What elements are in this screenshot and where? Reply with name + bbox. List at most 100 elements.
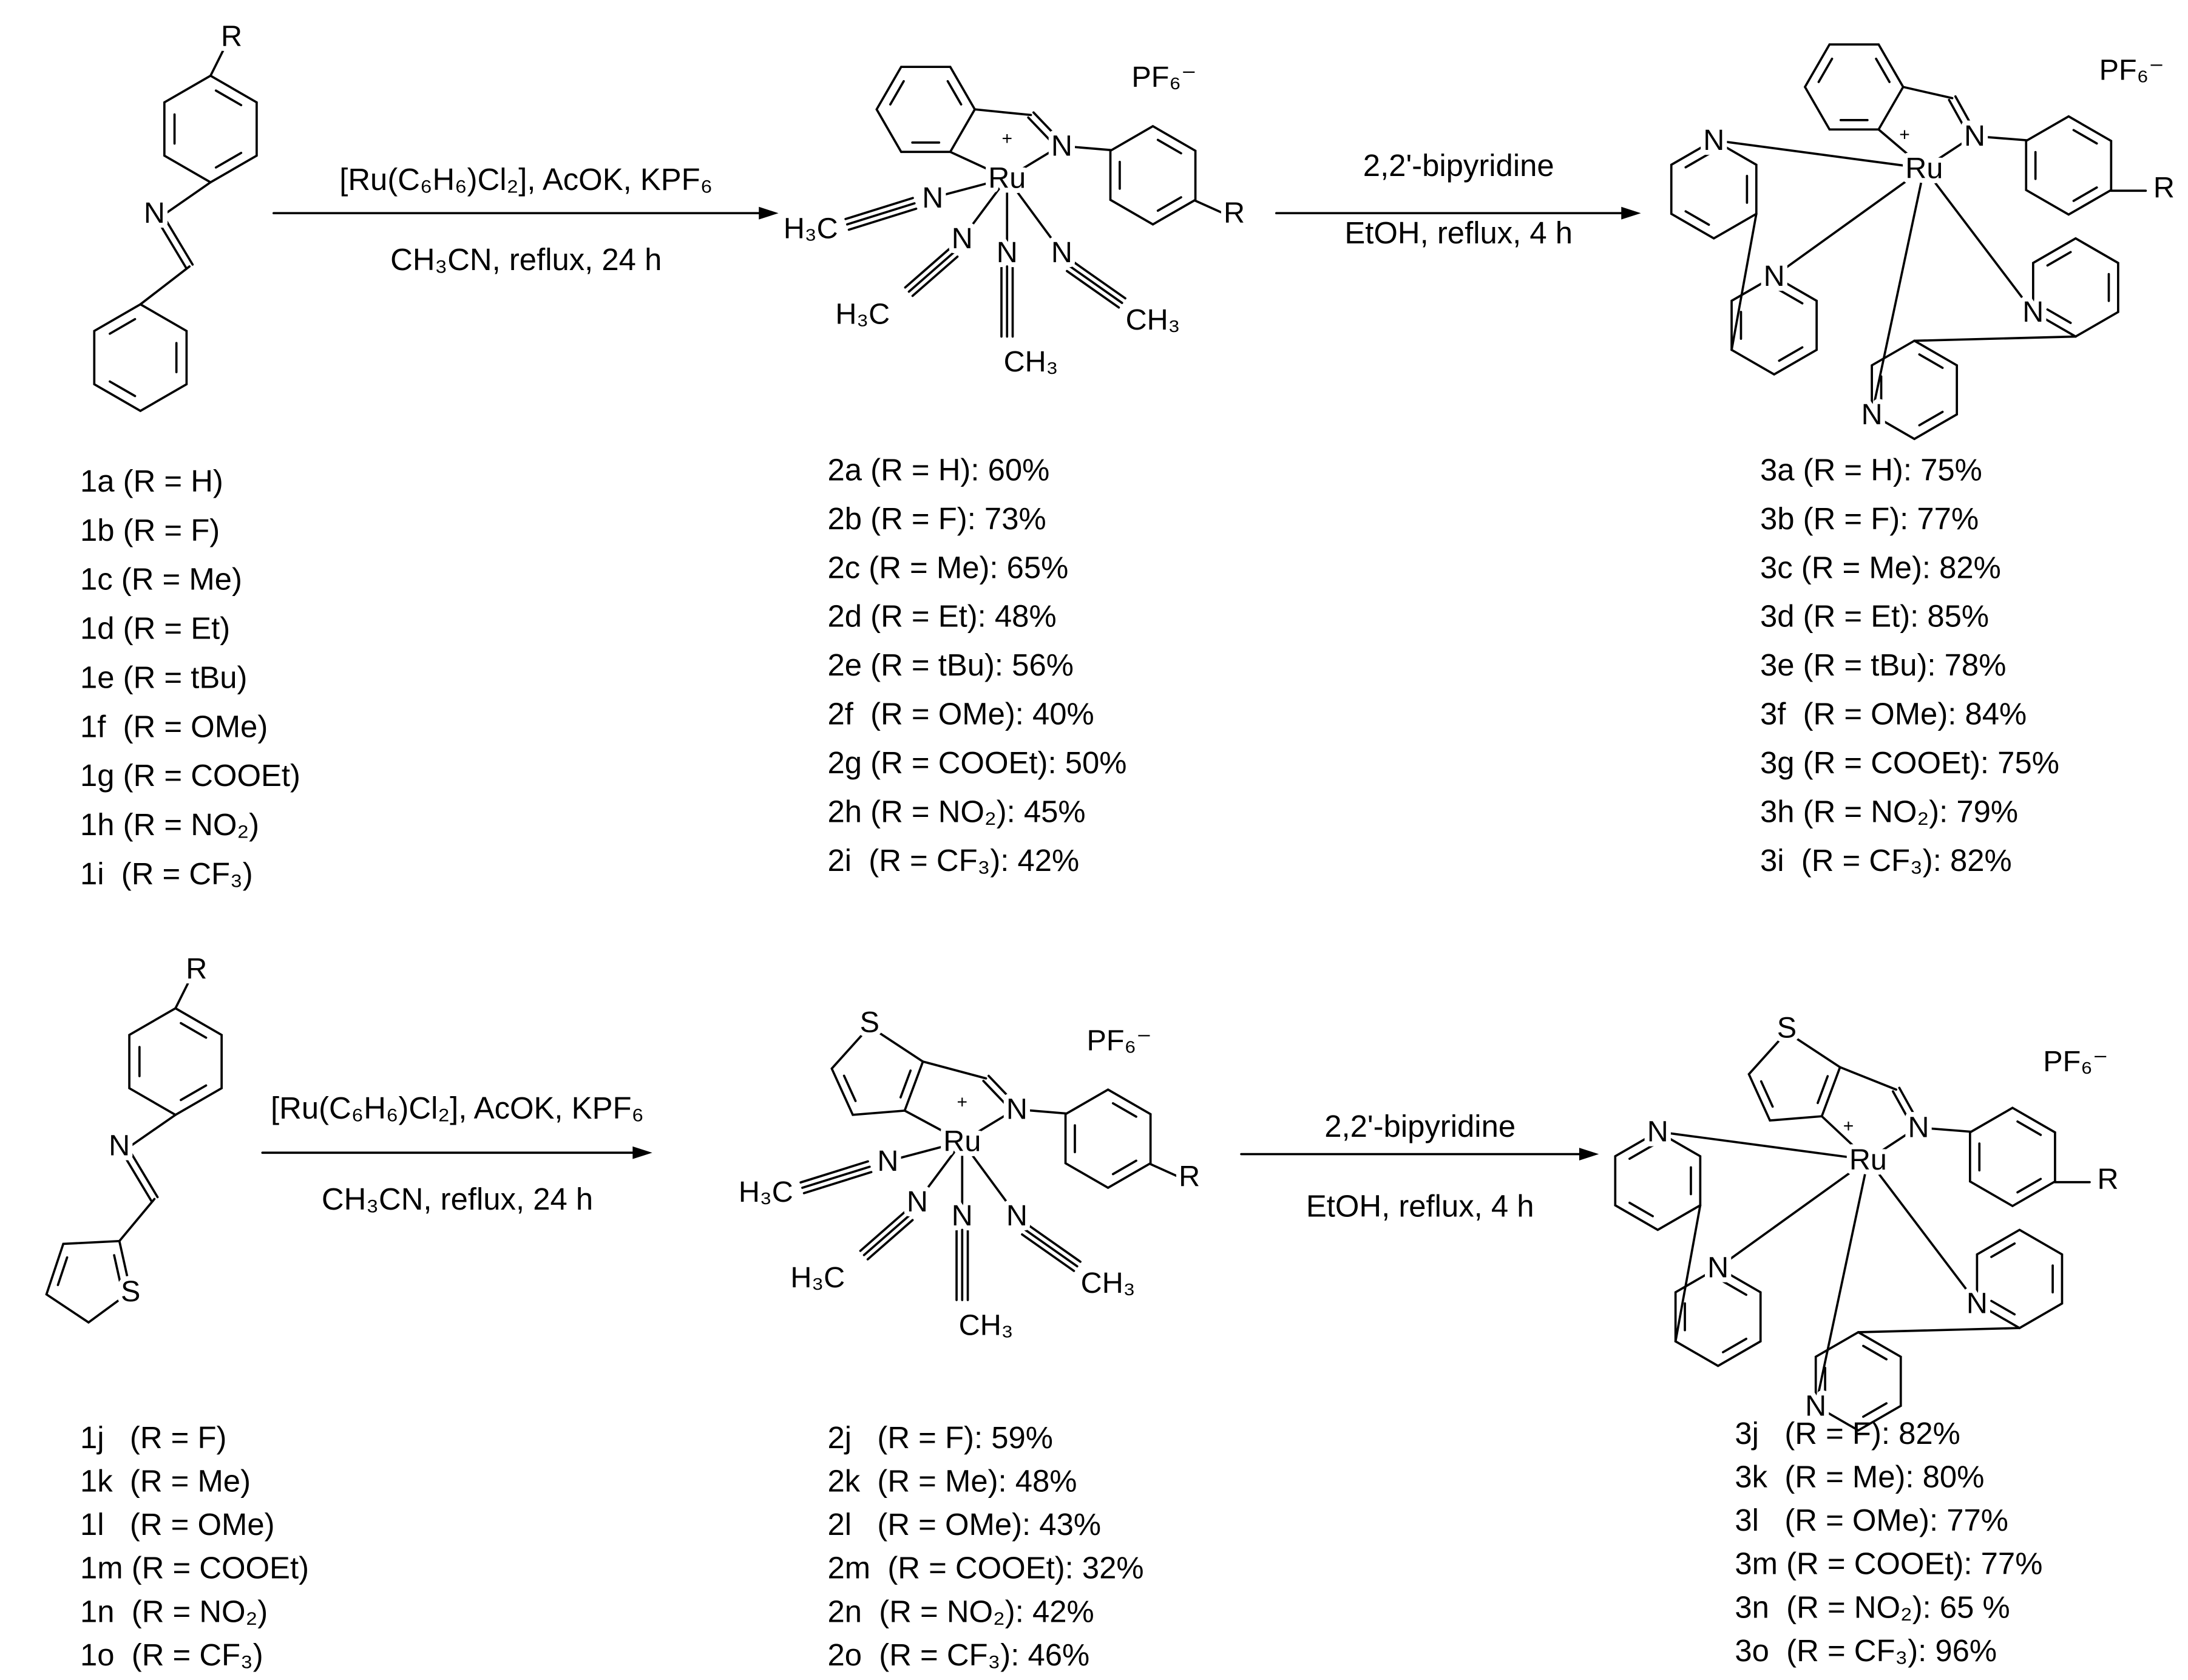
imine-double-bond: [982, 1074, 1020, 1113]
bond: [174, 979, 191, 1010]
bond: [1913, 335, 2077, 342]
ligand-list-row2: 1j (R = F)1k (R = Me)1l (R = OMe)1m (R =…: [80, 1420, 309, 1672]
inner-double-bond: [1684, 152, 1710, 169]
inner-double-bond: [1156, 138, 1182, 155]
imine-nitrogen: N: [1051, 129, 1072, 162]
arrow-head: [632, 1146, 652, 1159]
triple-bond: [844, 197, 918, 231]
bond: [1149, 1162, 1179, 1178]
bond: [1006, 144, 1062, 180]
methyl-group: H₃C: [835, 298, 890, 331]
bond: [846, 202, 916, 226]
bond: [118, 1197, 156, 1242]
compound-entry: 2a (R = H): 60%: [828, 453, 1050, 487]
bond: [127, 1147, 159, 1199]
bond: [1014, 1108, 1068, 1115]
ligand-list-row1: 1a (R = H)1b (R = F)1c (R = Me)1d (R = E…: [80, 464, 300, 891]
thiophene-imine-ligand: RNS: [45, 947, 223, 1324]
inner-double-bond: [1156, 196, 1182, 212]
inner-double-bond: [1875, 57, 1891, 83]
compound-entry: 1o (R = CF₃): [80, 1638, 263, 1672]
inner-double-bond: [889, 80, 905, 106]
imine-double-bond: [1892, 1086, 1922, 1131]
bond: [1892, 1090, 1915, 1131]
bipyridine-nitrogen: N: [1966, 1287, 1988, 1320]
ring-outline: [163, 74, 258, 184]
compound-entry: 1c (R = Me): [80, 562, 242, 597]
cation-charge: +: [1001, 129, 1012, 149]
bond: [916, 1140, 964, 1203]
compound-entry: 2m (R = COOEt): 32%: [828, 1551, 1144, 1585]
methyl-group: H₃C: [739, 1176, 793, 1208]
bond: [1027, 1224, 1082, 1263]
bipyridine-nitrogen: N: [1703, 124, 1724, 157]
bond: [887, 1140, 964, 1162]
bond: [801, 1165, 871, 1189]
compound-entry: 1a (R = H): [80, 464, 223, 498]
bond: [802, 1171, 873, 1194]
methyl-group: H₃C: [790, 1261, 845, 1294]
bond: [155, 218, 188, 269]
compound-entry: 3j (R = F): 82%: [1735, 1416, 1960, 1451]
inner-double-bond: [109, 380, 137, 398]
inner-double-bond: [2046, 308, 2072, 324]
ring-outline: [1730, 275, 1818, 376]
inner-double-bond: [1918, 410, 1944, 427]
ring-outline: [2025, 115, 2113, 216]
bipyridine-nitrogen: N: [1861, 398, 1883, 431]
bipyridine-nitrogen: N: [2022, 296, 2044, 328]
bond: [961, 1108, 1017, 1143]
phenyl-ring: [93, 303, 188, 413]
bond: [1059, 144, 1113, 152]
bond: [987, 1074, 1020, 1108]
cation-charge: +: [1843, 1116, 1854, 1136]
bond: [1915, 1126, 1972, 1133]
compound-entry: 2h (R = NO₂): 45%: [828, 794, 1086, 828]
bond: [1898, 1086, 1922, 1127]
conditions-label: EtOH, reflux, 4 h: [1344, 215, 1573, 250]
inner-double-bond: [1760, 1080, 1774, 1108]
ring-outline: [45, 1239, 132, 1324]
bond: [1923, 135, 1975, 170]
triple-bond: [904, 247, 959, 297]
ring-outline: [875, 66, 977, 154]
arrow-head: [1579, 1148, 1599, 1160]
cation-charge: +: [1899, 124, 1910, 144]
bond: [1712, 139, 1926, 170]
aryl-ring: [1109, 124, 1197, 226]
bond: [1954, 95, 1978, 136]
methyl-group: CH₃: [1004, 345, 1058, 378]
bond: [862, 1214, 910, 1256]
aryl-ring: [163, 74, 258, 184]
intermediate-list-row1: 2a (R = H): 60%2b (R = F): 73%2c (R = Me…: [828, 453, 1127, 878]
methyl-group: CH₃: [1081, 1267, 1136, 1299]
inner-double-bond: [842, 1074, 857, 1102]
compound-entry: 2k (R = Me): 48%: [828, 1463, 1077, 1498]
bond: [1838, 1066, 1897, 1091]
bond: [961, 177, 1009, 240]
compound-entry: 1e (R = tBu): [80, 660, 247, 694]
inner-double-bond: [1111, 1159, 1137, 1176]
bond: [124, 1114, 177, 1151]
triple-bond: [1021, 1224, 1082, 1272]
inner-double-bond: [2016, 1120, 2042, 1136]
bond: [1857, 1327, 2021, 1333]
ring-outline: [1803, 43, 1905, 131]
inner-double-bond: [113, 1254, 122, 1284]
compound-entry: 2j (R = F): 59%: [828, 1420, 1053, 1455]
compound-entry: 3n (R = NO₂): 65 %: [1735, 1590, 2010, 1624]
sulfur-atom: S: [860, 1006, 879, 1038]
ring-outline: [1674, 1266, 1762, 1367]
bond: [161, 214, 194, 266]
inner-double-bond: [1722, 1280, 1747, 1296]
imine-nitrogen: N: [109, 1130, 130, 1162]
compound-entry: 2g (R = COOEt): 50%: [828, 745, 1127, 780]
inner-double-bond: [2072, 186, 2098, 202]
ring-outline: [128, 1007, 223, 1116]
bond: [799, 1160, 869, 1184]
ruthenium-center: Ru: [1849, 1143, 1887, 1176]
